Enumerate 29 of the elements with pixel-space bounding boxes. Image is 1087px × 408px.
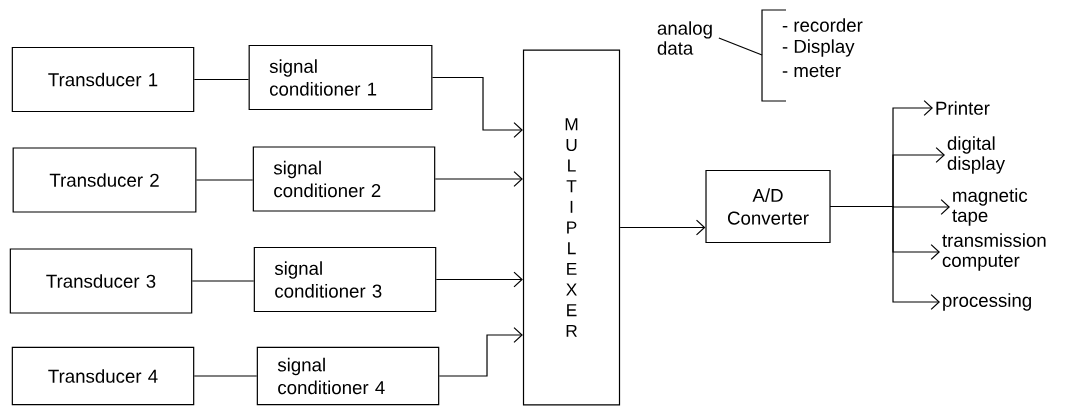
conditioner-box: signal conditioner 1	[248, 44, 433, 111]
output-label: analog data	[657, 21, 712, 55]
connector-line	[193, 375, 258, 377]
transducer-box: Transducer 4	[11, 346, 195, 406]
transducer-box: Transducer 3	[9, 248, 193, 314]
conditioner-box: signal conditioner 2	[252, 146, 436, 212]
connector-line	[195, 179, 254, 181]
transducer-box: Transducer 2	[12, 147, 197, 213]
output-label: transmission computer	[942, 233, 1046, 271]
output-label: processing	[943, 293, 1031, 311]
connector-line	[193, 78, 250, 81]
multiplexer-box: MULTIPLEXER	[522, 49, 621, 406]
arrow	[431, 76, 523, 138]
list-item: - meter	[782, 64, 841, 78]
list-item: - recorder	[782, 18, 863, 32]
conditioner-box: signal conditioner 3	[253, 246, 437, 313]
connector-line	[718, 37, 763, 56]
transducer-box: Transducer 1	[11, 46, 195, 113]
arrow	[830, 205, 940, 310]
arrow	[435, 271, 523, 288]
arrow	[619, 219, 706, 236]
conditioner-box: signal conditioner 4	[256, 346, 440, 406]
arrow	[438, 327, 523, 377]
output-label: Printer	[936, 101, 990, 115]
converter-box: A/D Converter	[705, 169, 831, 244]
list-item: - Display	[782, 39, 855, 57]
connector-line	[191, 280, 255, 282]
arrow	[434, 171, 523, 187]
output-label: digital display	[947, 136, 1005, 174]
